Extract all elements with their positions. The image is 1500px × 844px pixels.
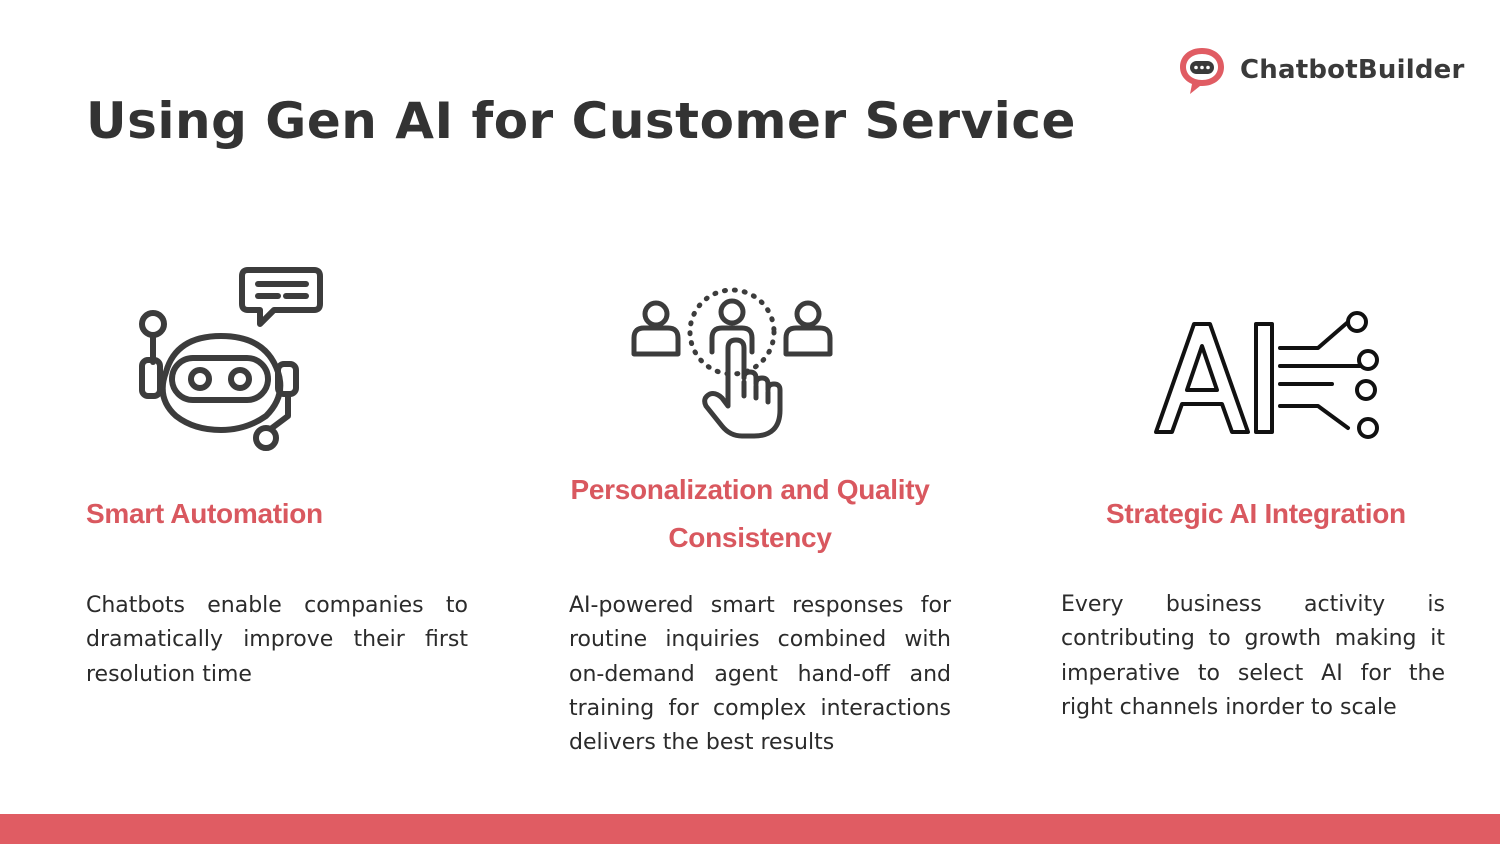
ai-circuit-icon: AI	[1154, 311, 1379, 439]
feature-description: Chatbots enable companies to dramaticall…	[86, 593, 468, 687]
personalization-touch-icon	[631, 287, 833, 439]
feature-description: AI-powered smart responses for routine i…	[569, 593, 951, 756]
chat-bubble-logo-icon	[1180, 48, 1224, 94]
brand-name: ChatbotBuilder	[1240, 55, 1465, 85]
feature-heading: Personalization and Quality Consistency	[570, 474, 930, 553]
feature-heading: Strategic AI Integration	[1106, 498, 1406, 529]
bottom-accent-bar	[0, 814, 1500, 844]
brand-logo: ChatbotBuilder	[1174, 42, 1465, 98]
feature-description: Every business activity is contributing …	[1061, 592, 1445, 720]
feature-heading: Smart Automation	[86, 498, 323, 529]
page-title: Using Gen AI for Customer Service	[86, 92, 1076, 150]
robot-chat-icon	[139, 267, 323, 451]
